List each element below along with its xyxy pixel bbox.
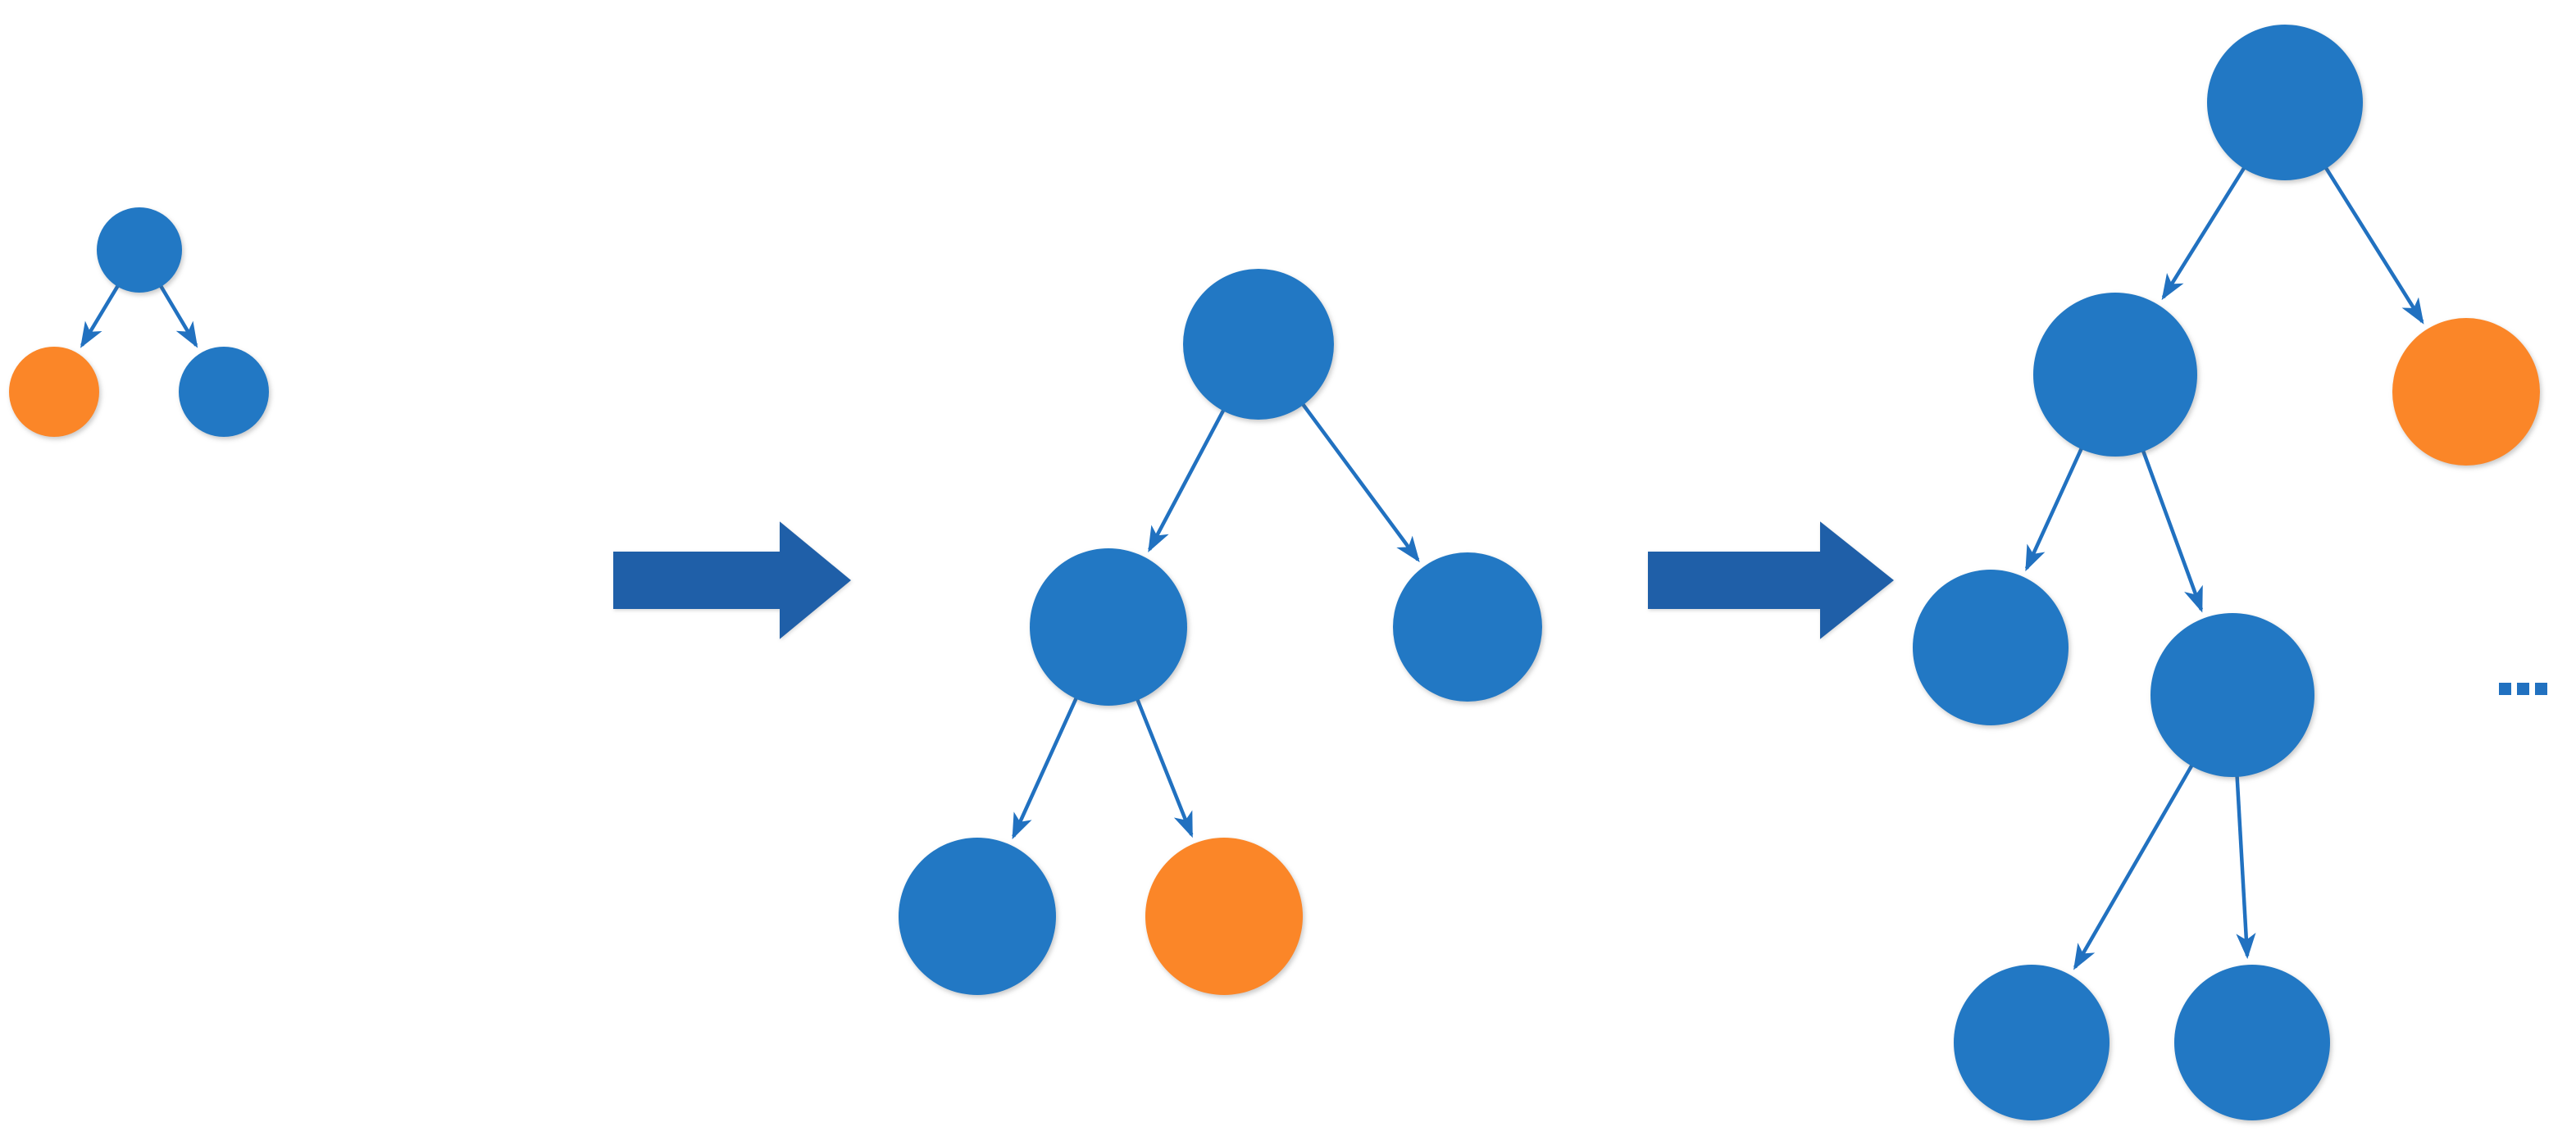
tree-node-blue[interactable] <box>1954 965 2109 1120</box>
tree-node-blue[interactable] <box>179 347 269 437</box>
tree-node-blue[interactable] <box>2033 293 2197 457</box>
ellipsis-dot <box>2517 683 2529 695</box>
tree-edge <box>1148 407 1227 552</box>
tree-node-blue[interactable] <box>1183 269 1334 420</box>
tree-node-blue[interactable] <box>2150 613 2314 777</box>
tree-node-blue[interactable] <box>1393 552 1542 702</box>
tree-node-orange[interactable] <box>1145 838 1303 995</box>
tree-edge <box>2024 445 2085 572</box>
stage-transition-arrows <box>613 521 1894 639</box>
tree-edge <box>2073 761 2195 970</box>
tree-edge <box>1012 694 1080 840</box>
tree-edge <box>1299 401 1420 563</box>
tree-edge <box>2235 773 2256 960</box>
stage-transition-arrow <box>1648 521 1894 639</box>
tree-edge <box>2161 165 2247 301</box>
tree-edge <box>158 284 198 348</box>
tree-edge <box>2140 448 2204 613</box>
tree-node-blue[interactable] <box>1030 548 1187 706</box>
edges-layer <box>80 165 2424 970</box>
tree-node-blue[interactable] <box>97 207 182 293</box>
nodes-layer <box>9 25 2540 1120</box>
tree-node-blue[interactable] <box>1913 570 2069 725</box>
tree-edge <box>80 284 121 348</box>
tree-node-blue[interactable] <box>2207 25 2363 180</box>
ellipsis-dot <box>2535 683 2547 695</box>
ellipsis-marker <box>2499 683 2547 695</box>
tree-node-orange[interactable] <box>2392 318 2540 466</box>
tree-node-blue[interactable] <box>2174 965 2330 1120</box>
stage-transition-arrow <box>613 521 851 639</box>
ellipsis-dot <box>2499 683 2511 695</box>
tree-edge <box>1135 696 1194 838</box>
tree-edge <box>2323 165 2424 325</box>
tree-node-blue[interactable] <box>899 838 1056 995</box>
tree-node-orange[interactable] <box>9 347 99 437</box>
